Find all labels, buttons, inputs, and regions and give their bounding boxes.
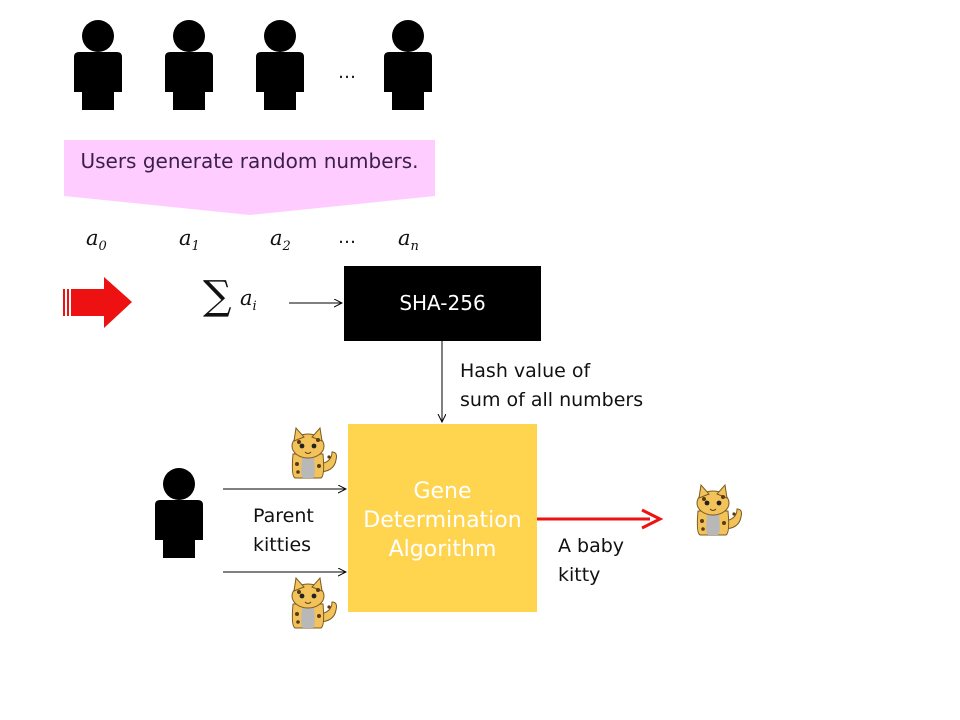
random-number-sub: n <box>410 239 419 255</box>
hash-caption-line: sum of all numbers <box>460 389 644 411</box>
kitty-icon <box>291 577 337 629</box>
sum-term: ai <box>240 286 257 314</box>
random-number-base: a <box>86 226 99 250</box>
random-number-a2: a2 <box>270 226 291 254</box>
sha256-box <box>344 266 541 341</box>
random-number-sub: 0 <box>98 239 107 255</box>
person-icon <box>256 20 304 110</box>
random-number-sub: 1 <box>191 239 200 255</box>
person-icon <box>165 20 213 110</box>
person-icon <box>155 468 203 558</box>
random-number-base: a <box>179 226 192 250</box>
random-number-a0: a0 <box>86 226 107 254</box>
users-banner-label: Users generate random numbers. <box>80 149 419 173</box>
kitty-icon <box>291 427 337 479</box>
random-number-base: a <box>398 226 411 250</box>
sum-symbol: ∑ <box>203 273 232 319</box>
parent-caption-line: kitties <box>253 534 312 556</box>
block-arrow-icon <box>63 277 132 328</box>
baby-output-arrowhead <box>641 508 664 530</box>
users-banner-shape <box>64 140 435 215</box>
random-number-an: an <box>398 226 419 254</box>
gene-algorithm-label: Gene Determination Algorithm <box>348 477 537 564</box>
gene-label-line: Determination <box>363 508 522 533</box>
hash-caption-line: Hash value of <box>460 360 591 382</box>
ellipsis-users: … <box>338 62 356 83</box>
person-icon <box>74 20 122 110</box>
person-icon <box>384 20 432 110</box>
random-number-a1: a1 <box>179 226 200 254</box>
hash-caption: Hash value of sum of all numbers <box>460 357 643 415</box>
random-number-sub: 2 <box>282 239 291 255</box>
parent-caption: Parent kitties <box>253 502 314 560</box>
parent-caption-line: Parent <box>253 505 314 527</box>
random-number-base: a <box>270 226 283 250</box>
ellipsis-numbers: … <box>338 227 356 248</box>
gene-label-line: Algorithm <box>388 537 497 562</box>
baby-caption: A baby kitty <box>558 532 624 590</box>
kitty-icon <box>696 484 742 536</box>
baby-caption-line: A baby <box>558 535 625 557</box>
sha256-label: SHA-256 <box>399 291 486 315</box>
sum-term-base: a <box>240 286 253 310</box>
sum-term-sub: i <box>252 299 257 315</box>
gene-algorithm-box <box>348 424 537 612</box>
gene-label-line: Gene <box>413 479 472 504</box>
baby-caption-line: kitty <box>558 564 601 586</box>
